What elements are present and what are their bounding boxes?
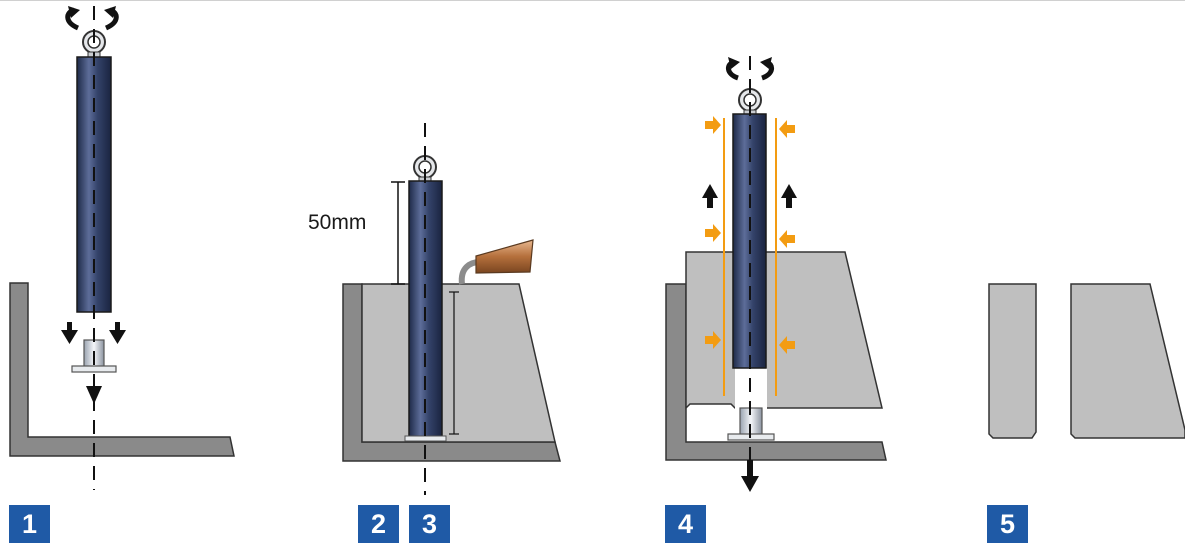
step-badge-2: 2 xyxy=(358,505,399,543)
down-arrow-icon xyxy=(86,386,102,404)
concrete-vibrator xyxy=(458,239,534,285)
step-2-3-illustration: 50mm xyxy=(308,123,561,495)
concrete-block xyxy=(361,283,556,443)
step-badge-4: 4 xyxy=(665,505,706,543)
pressure-arrow-icon xyxy=(705,116,795,354)
step-4-illustration xyxy=(665,56,887,492)
rotate-arrows-icon xyxy=(726,57,774,81)
up-arrow-icon xyxy=(702,184,797,208)
down-arrow-icon xyxy=(741,460,759,492)
step-5-illustration xyxy=(988,283,1185,439)
step-badge-3: 3 xyxy=(409,505,450,543)
base-sleeve xyxy=(404,435,447,442)
concrete-block-right xyxy=(1070,283,1185,439)
formwork-l-shape xyxy=(9,282,235,457)
concrete-block-left xyxy=(988,283,1037,439)
rotate-arrows-icon xyxy=(65,6,119,31)
step-1-illustration xyxy=(9,6,235,490)
top-divider xyxy=(0,0,1185,1)
former-tube xyxy=(76,56,112,313)
step-badge-5: 5 xyxy=(987,505,1028,543)
depth-marker xyxy=(449,291,459,435)
dimension-50mm xyxy=(391,181,405,285)
dimension-label: 50mm xyxy=(308,211,366,234)
concrete-block xyxy=(685,251,883,410)
step-badge-1: 1 xyxy=(9,505,50,543)
down-arrow-icon xyxy=(61,322,126,344)
